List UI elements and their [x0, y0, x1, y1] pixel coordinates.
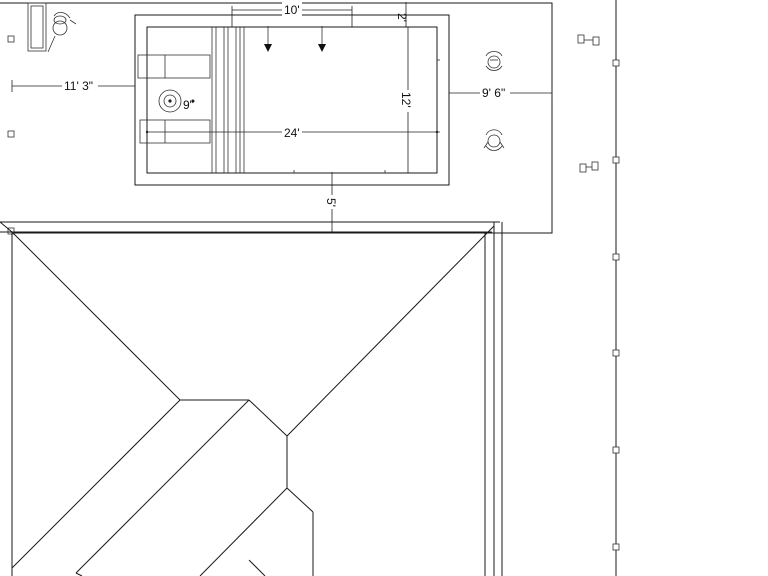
arrow-down-icon — [264, 26, 272, 52]
upper-span-label: 10' — [284, 3, 300, 17]
fence-post-icon — [7, 35, 15, 43]
gate-hinge-icon — [579, 161, 599, 173]
right-setback-dimension — [449, 86, 553, 100]
fence-post-icon — [7, 130, 15, 138]
pool-steps — [211, 27, 245, 173]
left-setback-label: 11' 3" — [64, 79, 93, 93]
person-icon — [485, 51, 503, 71]
pool-width-dimension — [400, 27, 414, 173]
bench-icon — [27, 2, 47, 52]
chaise-lounge-icon — [139, 119, 211, 144]
person-icon — [47, 12, 77, 53]
patio-slab — [0, 2, 553, 234]
drain-icon — [158, 89, 195, 113]
upper-span-dimension — [231, 2, 353, 27]
house-roof — [0, 221, 503, 576]
gate-hinge-icon — [577, 34, 600, 46]
person-icon — [483, 129, 505, 151]
arrow-down-icon — [318, 26, 326, 52]
chaise-lounge-icon — [137, 54, 211, 79]
coping-ticks — [293, 59, 440, 173]
left-setback-dimension — [11, 79, 135, 93]
house-setback-dimension — [325, 172, 339, 233]
top-deck-label: 2' — [395, 13, 409, 22]
house-setback-label: 5' — [324, 198, 338, 207]
right-setback-label: 9' 6" — [482, 86, 505, 100]
pool-length-label: 24' — [284, 126, 300, 140]
jet-size-label: 9" — [183, 98, 194, 112]
pool-basin — [146, 26, 438, 174]
pool-width-label: 12' — [399, 92, 413, 108]
fence-line — [612, 0, 620, 576]
pool-length-dimension — [145, 125, 439, 139]
